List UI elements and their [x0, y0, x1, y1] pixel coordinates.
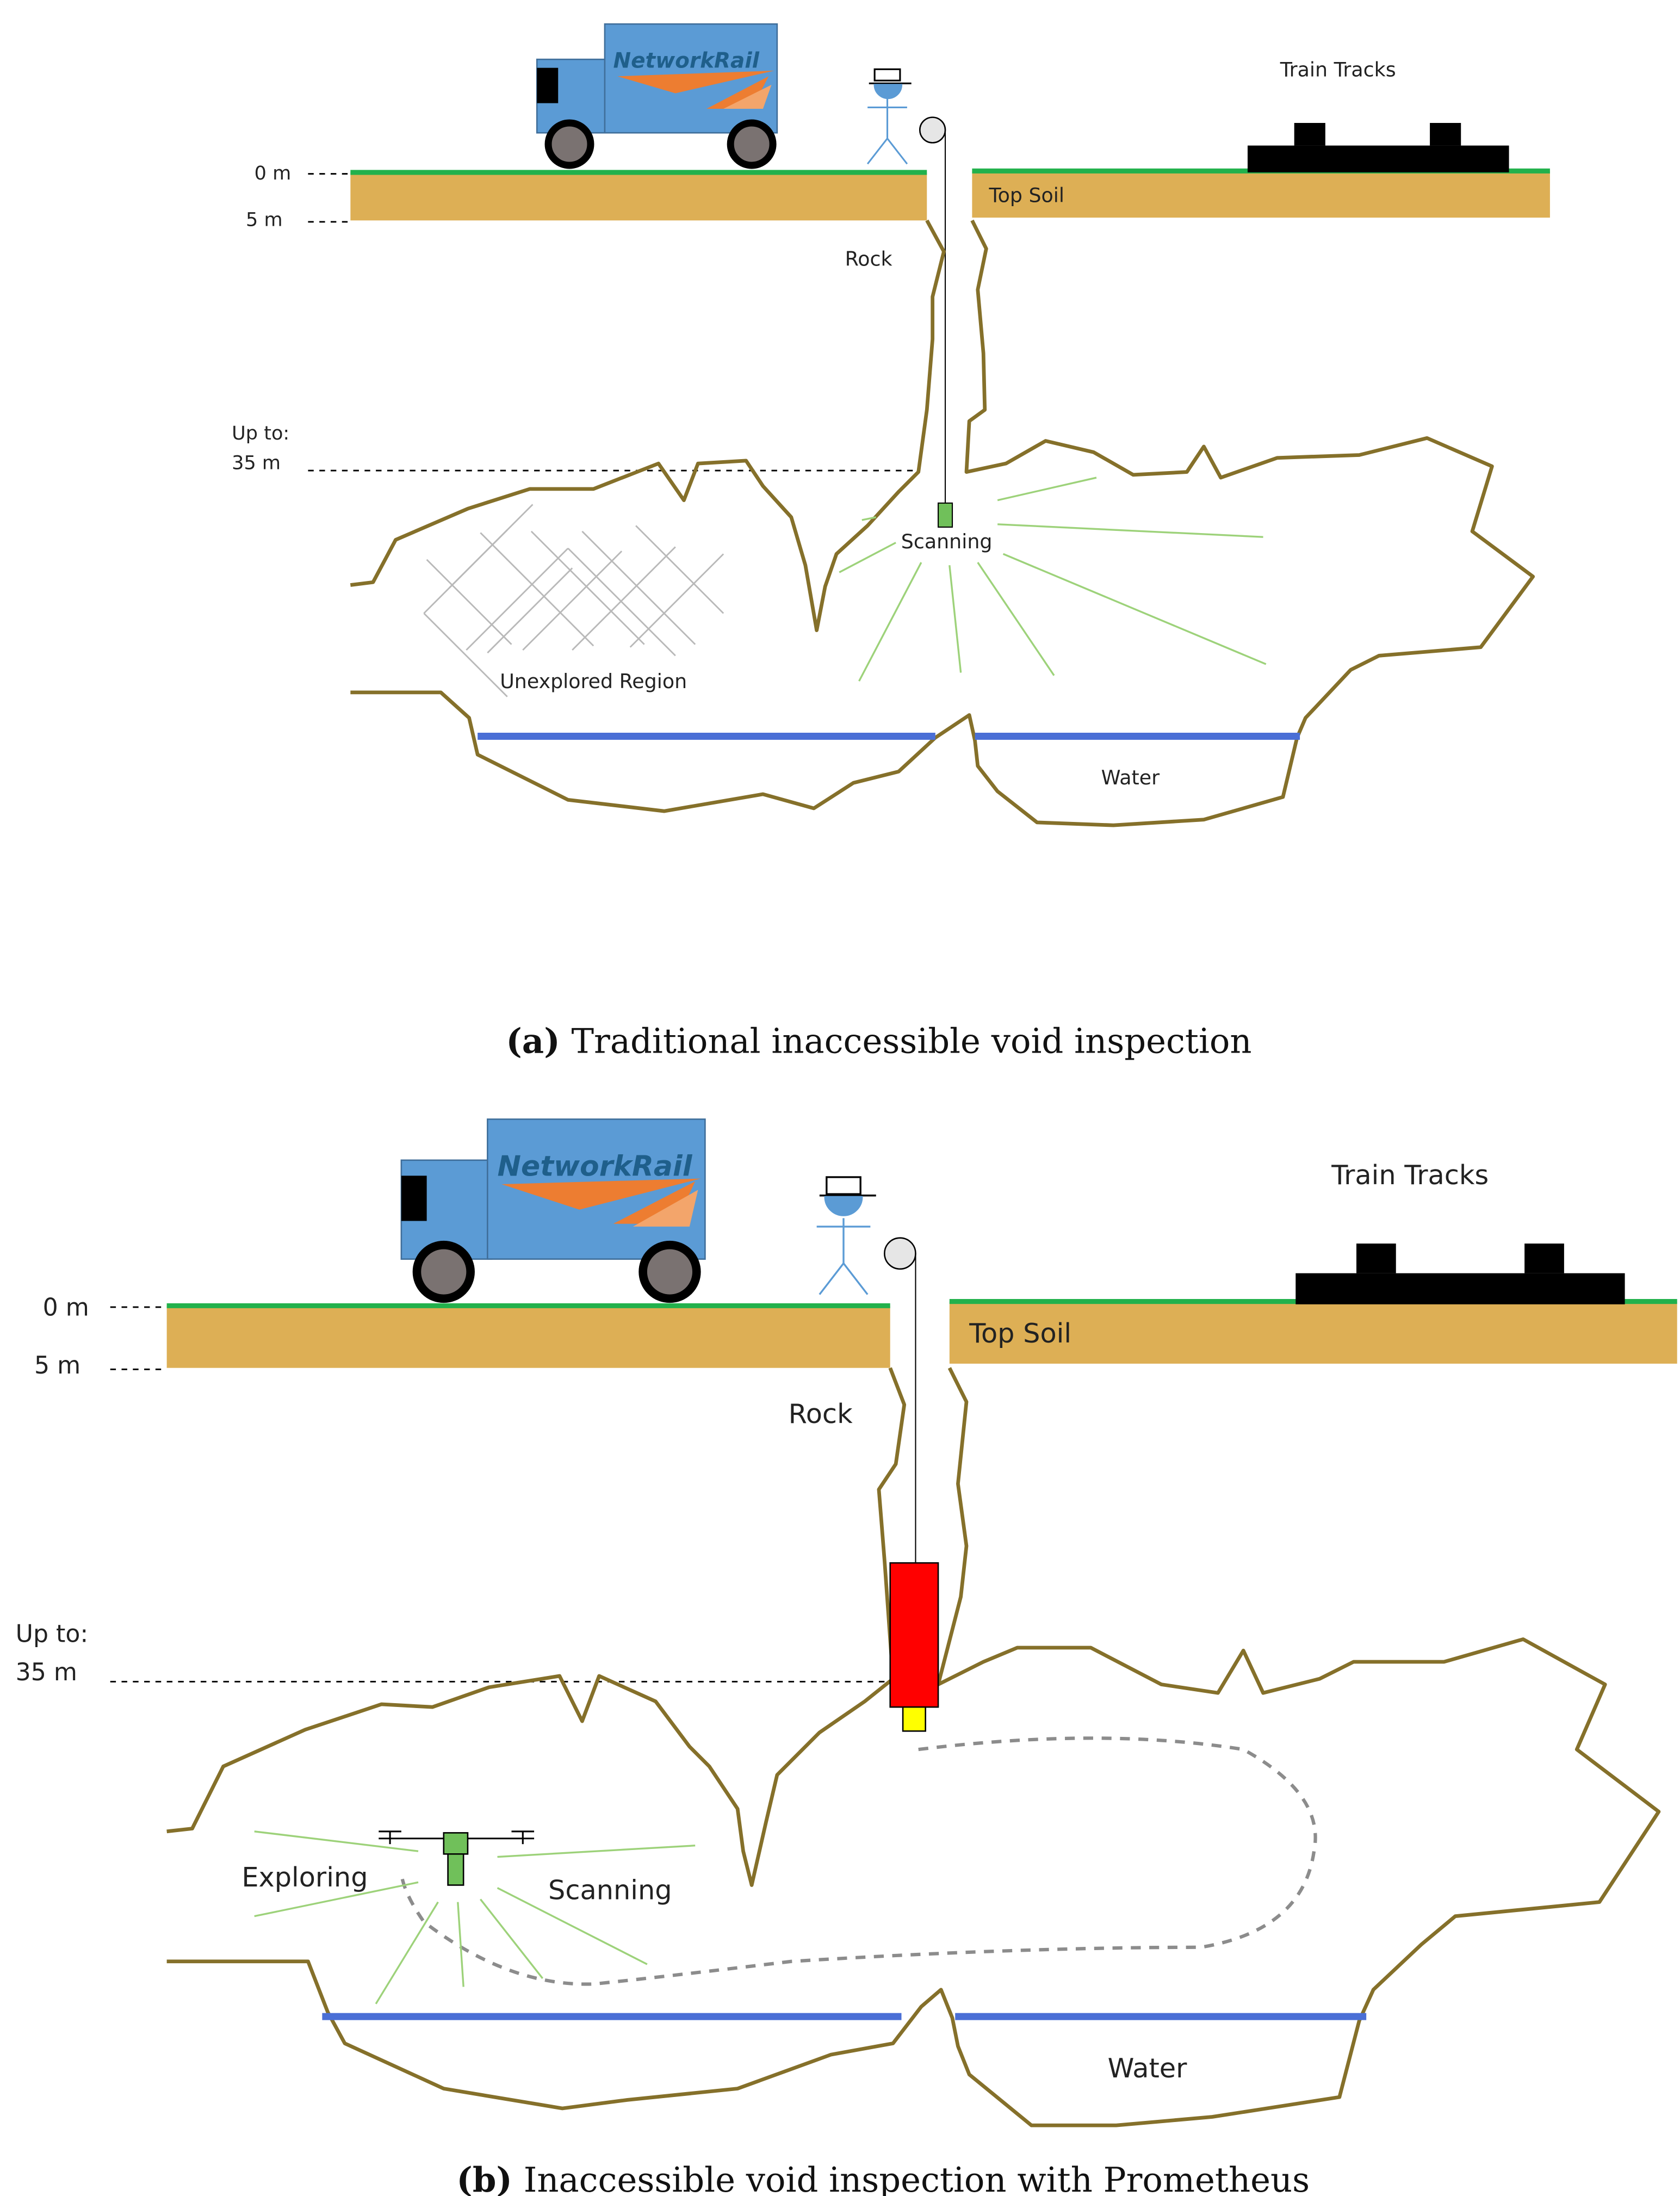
rail-track-icon: [1295, 1244, 1625, 1304]
depth-label-0: 0 m: [43, 1294, 89, 1322]
soil-left: [166, 1306, 890, 1368]
person-icon: [816, 1176, 876, 1295]
rail-track-icon: [1247, 123, 1509, 172]
person-icon: [866, 68, 912, 165]
pulley-icon: [884, 1237, 916, 1270]
caption-b: (b) Inaccessible void inspection with Pro…: [456, 2160, 1310, 2196]
label-rock: Rock: [845, 247, 892, 270]
caption-b-letter: (b): [456, 2160, 512, 2196]
label-scanning: Scanning: [901, 530, 993, 553]
label-rock: Rock: [789, 1398, 853, 1430]
depth-label-5: 5 m: [246, 209, 283, 231]
label-exploring: Exploring: [241, 1861, 368, 1893]
caption-b-text: Inaccessible void inspection with Promet…: [524, 2160, 1310, 2196]
sensor-icon: [938, 502, 953, 528]
label-top-soil: Top Soil: [989, 183, 1064, 207]
scan-rays-a: [839, 477, 1267, 682]
depth-label-max-1: Up to:: [16, 1620, 89, 1648]
label-water: Water: [1101, 766, 1160, 789]
drone-icon: [379, 1830, 535, 1886]
scan-rays-b: [254, 1830, 696, 2005]
depth-label-max-1: Up to:: [232, 422, 289, 444]
panel-b: NetworkRail: [16, 1118, 1677, 2196]
depth-label-max-2: 35 m: [232, 451, 281, 474]
soil-right: [949, 1301, 1677, 1364]
depth-label-max-2: 35 m: [16, 1659, 77, 1686]
truck-icon: NetworkRail: [536, 23, 778, 169]
truck-logo: NetworkRail: [498, 1150, 693, 1183]
unexplored-hatch: [423, 504, 724, 697]
caption-a-letter: (a): [506, 1020, 560, 1061]
truck-icon: NetworkRail: [400, 1118, 706, 1303]
pulley-icon: [919, 116, 946, 144]
truck-logo: NetworkRail: [613, 49, 760, 73]
label-top-soil: Top Soil: [969, 1317, 1071, 1349]
label-unexplored: Unexplored Region: [500, 670, 687, 693]
soil-right: [972, 171, 1550, 218]
prometheus-probe-icon: [889, 1562, 939, 1732]
label-train-tracks: Train Tracks: [1331, 1159, 1489, 1191]
depth-label-0: 0 m: [255, 162, 292, 184]
label-water: Water: [1108, 2052, 1188, 2084]
label-train-tracks: Train Tracks: [1280, 58, 1396, 81]
label-scanning: Scanning: [548, 1874, 672, 1906]
panel-a: NetworkRail: [232, 23, 1550, 1061]
caption-a-text: Traditional inaccessible void inspection: [571, 1021, 1251, 1061]
caption-a: (a) Traditional inaccessible void inspect…: [506, 1020, 1251, 1061]
exploration-path: [399, 1736, 1317, 1986]
depth-label-5: 5 m: [34, 1352, 80, 1380]
cave-outline-a: [350, 219, 946, 633]
soil-left: [350, 172, 927, 221]
cave-outline-b: [166, 1367, 907, 1887]
